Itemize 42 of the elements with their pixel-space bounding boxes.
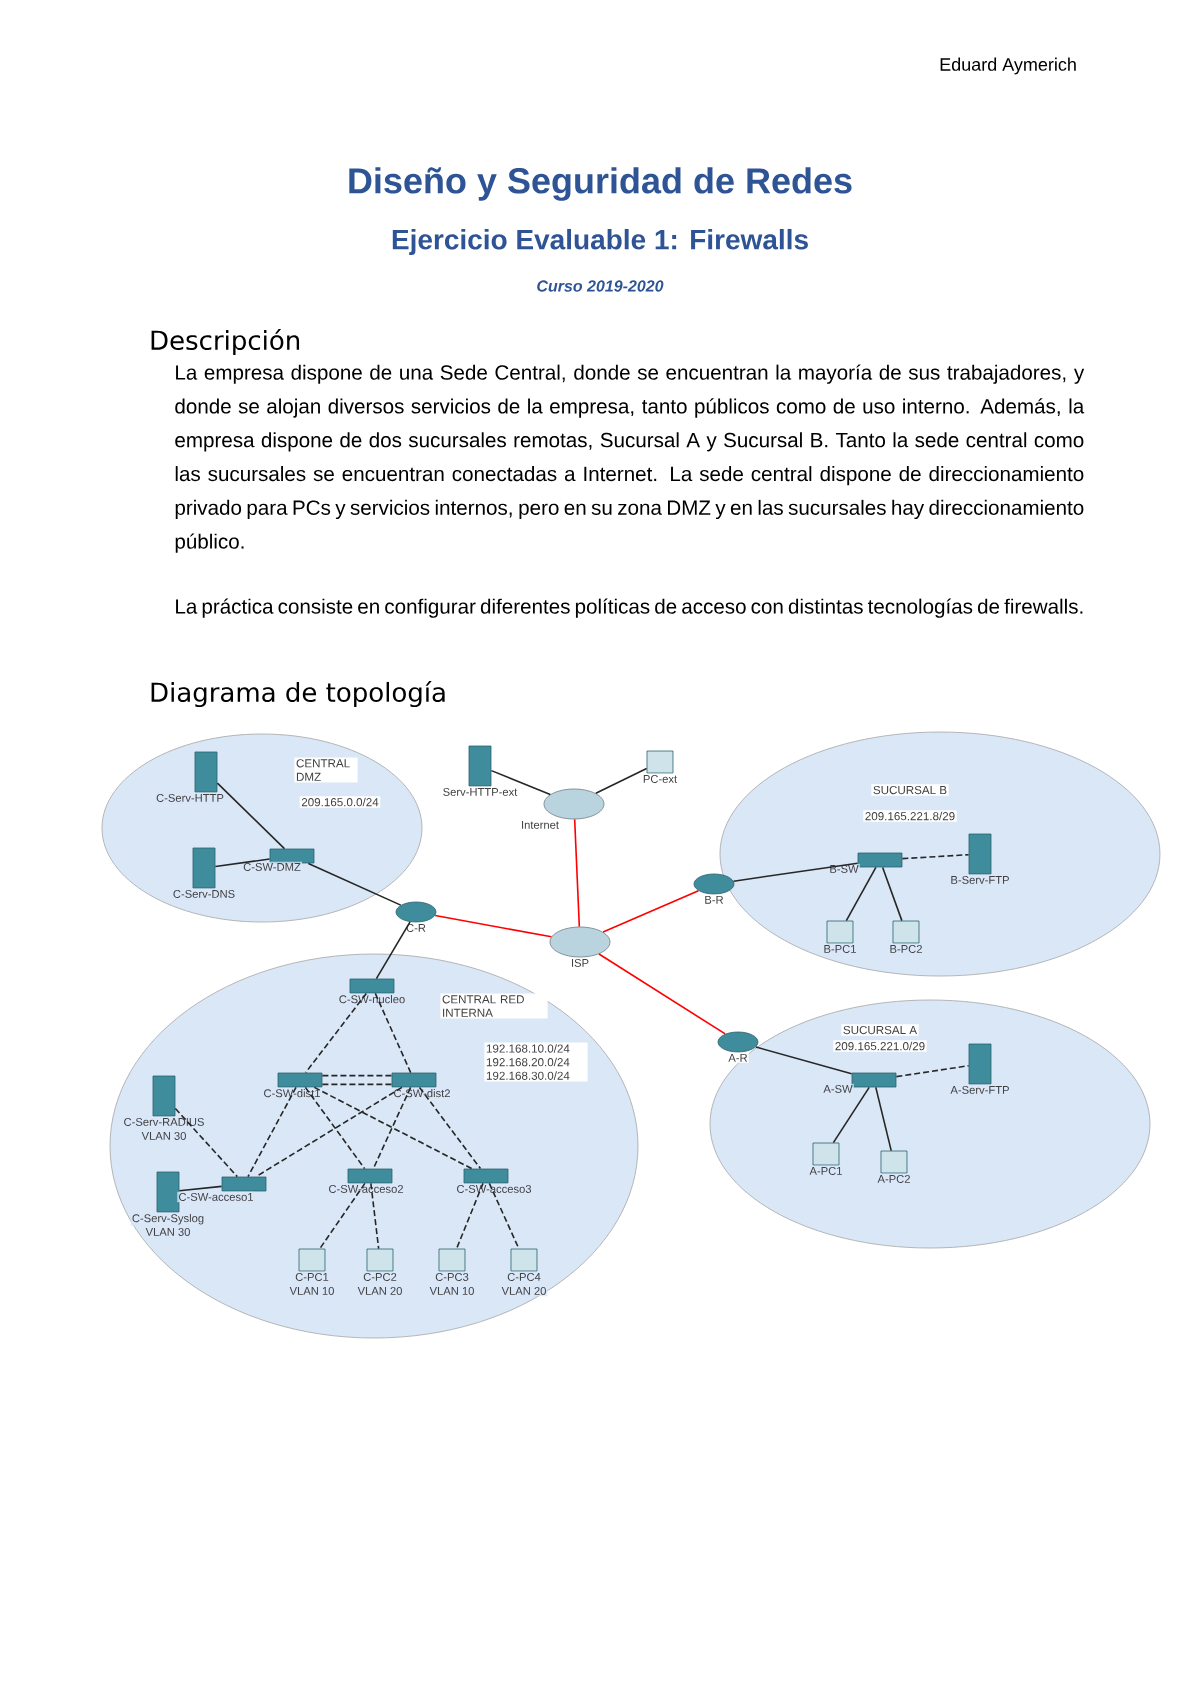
cable-line: [901, 853, 970, 860]
cable-line: [895, 1064, 970, 1078]
cable-line: [573, 818, 581, 928]
cable-line: [214, 858, 271, 868]
cable-line: [488, 1182, 520, 1250]
cable-line: [307, 862, 402, 906]
cable-line: [374, 992, 412, 1074]
cable-line: [598, 953, 726, 1035]
cable-line: [490, 769, 552, 796]
cable-line: [178, 1185, 223, 1192]
cable-line: [845, 866, 877, 922]
cable-line: [313, 1086, 473, 1170]
cable-line: [732, 862, 859, 882]
cable-line: [418, 1086, 482, 1170]
cable-line: [372, 1086, 412, 1170]
cable-line: [247, 1086, 297, 1178]
cable-line: [319, 1182, 366, 1250]
cable-line: [216, 782, 286, 850]
cable-line: [602, 889, 700, 933]
subtitle: Ejercicio Evaluable 1: Firewalls: [392, 228, 808, 256]
cable-line: [375, 921, 411, 980]
cable-line: [174, 1107, 239, 1178]
paragraph: La empresa dispone de una Sede Central, donde se encuentran la mayoría de sus trabajadores, y donde se alojan diversos servicios de la empresa, tanto públicos como de uso interno. Además, la empresa dispone de dos sucursales remotas, Sucursal A y Sucursal B. Tanto la sede central como las sucursales se encuentran conectadas a Internet. La sede central dispone de direccionamiento privado para PCs y servicios internos, pero en su zona DMZ y en las sucursales hay direccionamiento público.: [175, 364, 1085, 553]
cable-line: [434, 914, 553, 938]
section-heading: Diagrama de topología: [151, 680, 445, 708]
cable-line: [595, 767, 648, 795]
section-heading: Descripción: [151, 328, 300, 356]
cable-line: [255, 1086, 403, 1178]
cable-line: [304, 1086, 366, 1170]
cable-line: [881, 866, 903, 922]
cable-line: [832, 1086, 870, 1144]
course-line: Curso 2019-2020: [537, 280, 664, 292]
author-name: Eduard Aymerich: [940, 57, 1076, 75]
cable-line: [755, 1046, 853, 1075]
cable-line: [370, 1182, 380, 1250]
paragraph: La práctica consiste en configurar diferentes políticas de acceso con distintas tecnologías de firewalls.: [176, 598, 1083, 618]
cable-line: [875, 1086, 892, 1152]
cable-line: [304, 992, 368, 1074]
cable-line: [321, 1083, 393, 1086]
cable-line: [321, 1074, 393, 1077]
title: Diseño y Seguridad de Redes: [349, 167, 852, 201]
cable-line: [455, 1182, 484, 1250]
